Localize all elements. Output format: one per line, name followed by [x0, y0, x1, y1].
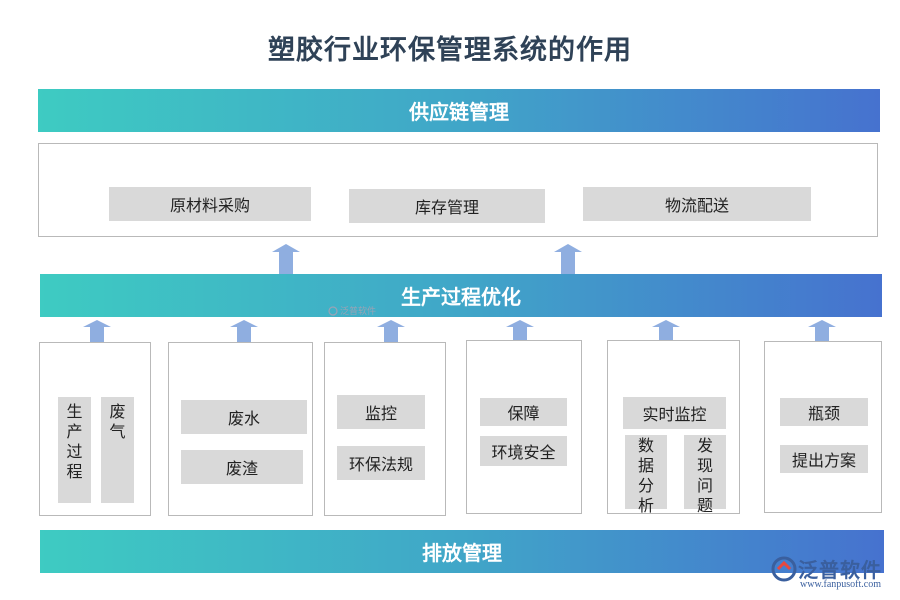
fanpu-logo-icon	[771, 556, 797, 582]
chip-monitoring: 监控	[337, 395, 425, 429]
vchip-exhaust-gas-text: 废气	[109, 404, 126, 441]
fanpu-logo: 泛普软件 www.fanpusoft.com	[770, 553, 894, 595]
fanpu-logo-url: www.fanpusoft.com	[800, 579, 882, 590]
chip-waste-residue: 废渣	[181, 450, 303, 484]
chip-realtime-monitoring: 实时监控	[623, 397, 726, 429]
column-box-3: 监控 环保法规	[324, 342, 446, 516]
vchip-data-analysis-text: 数据分析	[638, 438, 655, 515]
arrow-up-icon	[554, 244, 582, 274]
chip-propose-solution: 提出方案	[780, 445, 868, 473]
chip-wastewater: 废水	[181, 400, 307, 434]
chip-logistics: 物流配送	[583, 187, 811, 221]
banner-emission-label: 排放管理	[422, 543, 502, 565]
arrow-up-icon	[230, 320, 258, 348]
column-box-2: 废水 废渣	[168, 342, 313, 516]
column-box-1: 生产过程 废气	[39, 342, 151, 516]
vchip-data-analysis: 数据分析	[625, 435, 667, 515]
vchip-production-process: 生产过程	[58, 397, 91, 503]
fanpu-logo-text: 泛普软件	[798, 560, 882, 582]
fanpu-logo-icon	[328, 305, 338, 316]
chip-guarantee: 保障	[480, 398, 567, 426]
column-box-4: 保障 环境安全	[466, 340, 582, 514]
arrow-up-icon	[83, 320, 111, 348]
vchip-find-problems: 发现问题	[684, 435, 726, 515]
vchip-find-problems-text: 发现问题	[697, 438, 714, 515]
arrow-up-icon	[272, 244, 300, 274]
diagram-title: 塑胶行业环保管理系统的作用	[268, 35, 632, 65]
column-box-5: 实时监控 数据分析 发现问题	[607, 340, 740, 515]
watermark-small: 泛普软件	[328, 304, 376, 317]
column-box-6: 瓶颈 提出方案	[764, 341, 882, 513]
chip-inventory: 库存管理	[349, 189, 545, 223]
chip-env-regulations: 环保法规	[337, 446, 425, 480]
supply-chain-box: 原材料采购 库存管理 物流配送	[38, 143, 878, 237]
chip-raw-material: 原材料采购	[109, 187, 311, 221]
watermark-small-text: 泛普软件	[340, 306, 377, 316]
banner-production: 生产过程优化	[40, 274, 882, 317]
banner-emission: 排放管理	[40, 530, 884, 573]
vchip-exhaust-gas: 废气	[101, 397, 134, 503]
arrow-up-icon	[377, 320, 405, 348]
banner-production-label: 生产过程优化	[401, 287, 521, 309]
chip-env-safety: 环境安全	[480, 436, 567, 466]
vchip-production-process-text: 生产过程	[66, 404, 83, 481]
banner-supply-chain-label: 供应链管理	[409, 102, 509, 124]
chip-bottleneck: 瓶颈	[780, 398, 868, 426]
banner-supply-chain: 供应链管理	[38, 89, 880, 132]
